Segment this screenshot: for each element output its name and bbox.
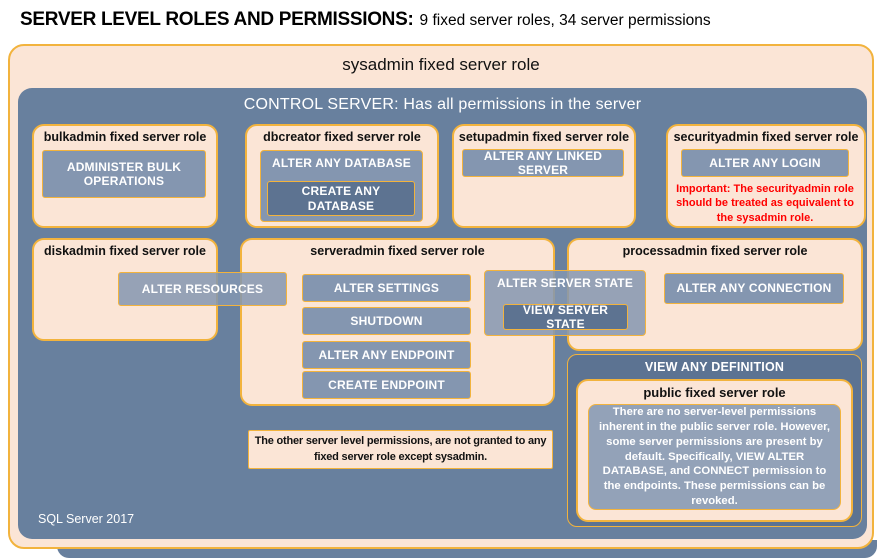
perm-alter-server-state-label: ALTER SERVER STATE	[496, 276, 634, 290]
other-permissions-note: The other server level permissions, are …	[248, 430, 553, 469]
public-role-box: public fixed server role There are no se…	[576, 379, 853, 522]
bulkadmin-role-label: bulkadmin fixed server role	[43, 130, 207, 144]
setupadmin-role-box: setupadmin fixed server role ALTER ANY L…	[452, 124, 636, 228]
securityadmin-role-label: securityadmin fixed server role	[673, 130, 859, 144]
processadmin-role-label: processadmin fixed server role	[622, 244, 808, 258]
perm-alter-any-login: ALTER ANY LOGIN	[681, 149, 849, 177]
perm-shutdown: SHUTDOWN	[302, 307, 471, 335]
diskadmin-role-label: diskadmin fixed server role	[44, 244, 206, 258]
perm-view-any-definition-label: VIEW ANY DEFINITION	[644, 360, 785, 374]
public-role-note: There are no server-level permissions in…	[588, 404, 841, 510]
perm-administer-bulk-operations: ADMINISTER BULK OPERATIONS	[42, 150, 206, 198]
perm-alter-any-connection: ALTER ANY CONNECTION	[664, 273, 844, 304]
page-title-subtitle: 9 fixed server roles, 34 server permissi…	[419, 12, 711, 29]
perm-alter-settings: ALTER SETTINGS	[302, 274, 471, 302]
sysadmin-role-label: sysadmin fixed server role	[342, 55, 540, 74]
public-role-label: public fixed server role	[643, 385, 786, 400]
sysadmin-role-box: sysadmin fixed server role CONTROL SERVE…	[8, 44, 874, 549]
serveradmin-role-label: serveradmin fixed server role	[310, 244, 485, 258]
control-server-box: CONTROL SERVER: Has all permissions in t…	[18, 88, 867, 539]
perm-alter-any-database: ALTER ANY DATABASE CREATE ANY DATABASE	[260, 150, 423, 222]
setupadmin-role-label: setupadmin fixed server role	[458, 130, 630, 144]
perm-alter-server-state: ALTER SERVER STATE VIEW SERVER STATE	[484, 270, 646, 336]
dbcreator-role-box: dbcreator fixed server role ALTER ANY DA…	[245, 124, 439, 228]
perm-create-any-database: CREATE ANY DATABASE	[267, 181, 415, 216]
dbcreator-role-label: dbcreator fixed server role	[263, 130, 421, 144]
page-title-main: SERVER LEVEL ROLES AND PERMISSIONS:	[20, 9, 414, 30]
securityadmin-role-box: securityadmin fixed server role ALTER AN…	[666, 124, 866, 228]
perm-view-server-state: VIEW SERVER STATE	[503, 303, 628, 331]
control-server-label: CONTROL SERVER: Has all permissions in t…	[243, 96, 642, 113]
page-title: SERVER LEVEL ROLES AND PERMISSIONS: 9 fix…	[20, 9, 711, 31]
perm-alter-resources: ALTER RESOURCES	[118, 272, 287, 306]
perm-view-any-definition: VIEW ANY DEFINITION public fixed server …	[567, 354, 862, 527]
sql-server-version-label: SQL Server 2017	[38, 512, 135, 526]
securityadmin-warning-text: Important: The securityadmin role should…	[676, 183, 854, 224]
bulkadmin-role-box: bulkadmin fixed server role ADMINISTER B…	[32, 124, 218, 228]
perm-create-endpoint: CREATE ENDPOINT	[302, 371, 471, 399]
perm-alter-any-database-label: ALTER ANY DATABASE	[272, 156, 411, 170]
perm-alter-any-linked-server: ALTER ANY LINKED SERVER	[462, 149, 624, 177]
perm-alter-any-endpoint: ALTER ANY ENDPOINT	[302, 341, 471, 369]
